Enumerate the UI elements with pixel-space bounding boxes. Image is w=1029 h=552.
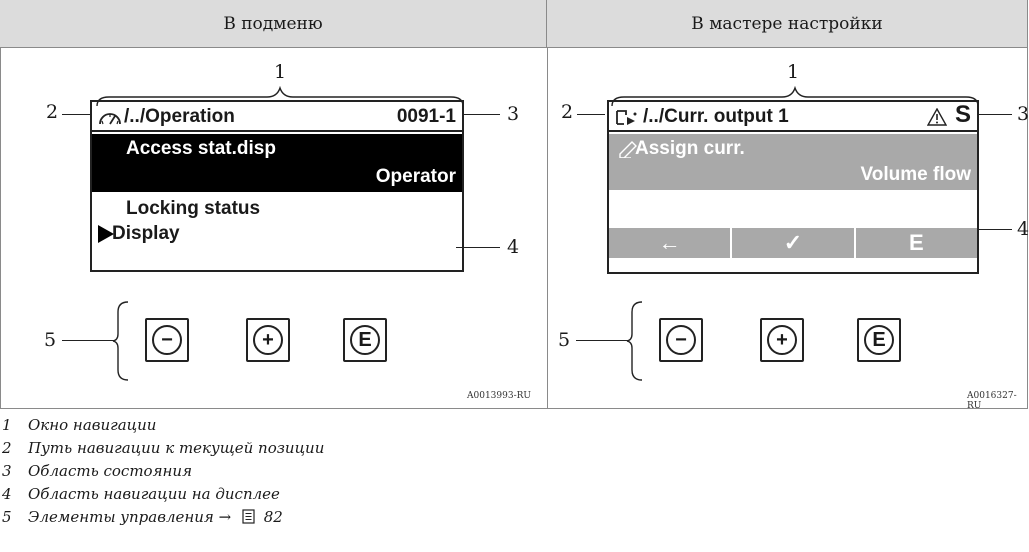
legend-num: 5 xyxy=(2,508,12,526)
minus-button-wizard[interactable]: − xyxy=(659,318,703,362)
figure-code-wizard: A0016327-RU xyxy=(967,391,1017,411)
header-submenu: В подменю xyxy=(0,0,547,48)
minus-icon: − xyxy=(152,325,182,355)
enter-icon: E xyxy=(350,325,380,355)
legend-item: 5 Элементы управления → 82 xyxy=(0,508,400,530)
plus-icon: + xyxy=(767,325,797,355)
enter-button-wizard[interactable]: E xyxy=(857,318,901,362)
softkey-bar: ← ✓ E xyxy=(609,228,977,258)
callout-4-wizard: 4 xyxy=(1017,218,1029,240)
softkey-confirm[interactable]: ✓ xyxy=(732,228,856,258)
wizard-parameter[interactable]: Assign curr. Volume flow xyxy=(609,134,977,190)
leader-3-wizard xyxy=(978,114,1012,115)
item-display-label: Display xyxy=(112,223,180,244)
status-area: 0091-1 xyxy=(396,106,456,127)
leader-4 xyxy=(456,247,500,248)
legend-num: 1 xyxy=(2,416,12,434)
callout-1-wizard: 1 xyxy=(787,61,800,83)
softkey-back[interactable]: ← xyxy=(609,228,733,258)
plus-button[interactable]: + xyxy=(246,318,290,362)
legend-text: Элементы управления → 82 xyxy=(28,508,283,526)
legend-num: 2 xyxy=(2,439,12,457)
navigation-path: /../Operation xyxy=(124,106,235,127)
plus-button-wizard[interactable]: + xyxy=(760,318,804,362)
display-screen-submenu: /../Operation 0091-1 Access stat.disp Op… xyxy=(90,100,464,272)
bracket-top xyxy=(96,86,464,107)
item-locking-status[interactable]: Locking status xyxy=(126,198,261,219)
softkey-enter[interactable]: E xyxy=(908,230,924,255)
legend-num: 4 xyxy=(2,485,12,503)
brace-5 xyxy=(112,301,129,381)
warning-icon xyxy=(927,108,947,126)
status-symbol: S xyxy=(954,101,971,128)
path-bar-wizard: /../Curr. output 1 S xyxy=(615,101,971,129)
page-reference[interactable]: 82 xyxy=(263,508,283,526)
assign-curr-label: Assign curr. xyxy=(635,138,745,159)
callout-2-wizard: 2 xyxy=(561,101,574,123)
header-wizard: В мастере настройки xyxy=(547,0,1027,48)
path-underline-wizard xyxy=(609,130,977,132)
leader-5-wizard xyxy=(576,340,628,341)
legend-text: Область состояния xyxy=(28,462,192,480)
legend-text: Область навигации на дисплее xyxy=(28,485,280,503)
leader-2 xyxy=(62,114,90,115)
item-access-value: Operator xyxy=(375,166,456,187)
leader-5 xyxy=(62,340,114,341)
edit-pencil-icon xyxy=(619,141,637,158)
plus-icon: + xyxy=(253,325,283,355)
selected-item[interactable]: Access stat.disp Operator xyxy=(92,134,462,192)
legend-num: 3 xyxy=(2,462,12,480)
leader-4-wizard xyxy=(978,229,1012,230)
display-screen-wizard: /../Curr. output 1 S Assign curr. Volume… xyxy=(607,100,979,274)
minus-button[interactable]: − xyxy=(145,318,189,362)
figure-code: A0013993-RU xyxy=(467,391,531,401)
panel-divider xyxy=(547,48,548,408)
legend-text-main: Элементы управления → xyxy=(28,508,232,526)
leader-2-wizard xyxy=(577,114,605,115)
book-icon xyxy=(242,509,255,524)
callout-4: 4 xyxy=(507,236,520,258)
item-access-stat: Access stat.disp xyxy=(126,138,276,159)
enter-icon: E xyxy=(864,325,894,355)
callout-3: 3 xyxy=(507,103,520,125)
operation-icon xyxy=(99,113,121,125)
legend-text: Окно навигации xyxy=(28,416,157,434)
legend-text: Путь навигации к текущей позиции xyxy=(28,439,325,457)
path-underline xyxy=(92,130,462,132)
minus-icon: − xyxy=(666,325,696,355)
path-bar: /../Operation 0091-1 xyxy=(98,105,456,129)
leader-3 xyxy=(464,114,500,115)
navigation-path-wizard: /../Curr. output 1 xyxy=(643,106,789,127)
item-display[interactable]: Display xyxy=(96,222,462,246)
callout-3-wizard: 3 xyxy=(1017,103,1029,125)
wizard-icon xyxy=(616,110,637,125)
callout-1: 1 xyxy=(274,61,287,83)
enter-button[interactable]: E xyxy=(343,318,387,362)
callout-2: 2 xyxy=(46,101,59,123)
callout-5: 5 xyxy=(44,329,57,351)
submenu-arrow-icon xyxy=(98,225,114,243)
callout-5-wizard: 5 xyxy=(558,329,571,351)
bracket-top-wizard xyxy=(611,86,979,107)
brace-5-wizard xyxy=(626,301,643,381)
assign-curr-value: Volume flow xyxy=(860,164,971,185)
